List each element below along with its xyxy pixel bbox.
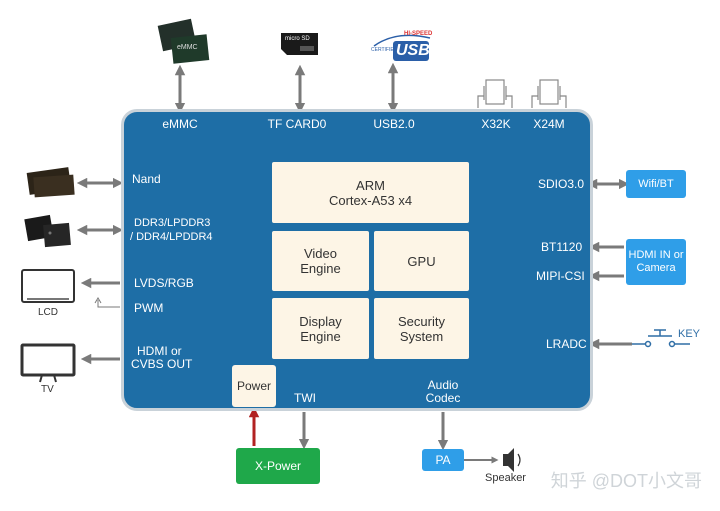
arm-cortex-block: ARM Cortex-A53 x4 [272, 162, 469, 223]
security-system-block: Security System [374, 298, 469, 359]
gpu-block: GPU [374, 231, 469, 291]
display-engine-block: Display Engine [272, 298, 369, 359]
security-system-label-1: Security [398, 313, 445, 329]
key-switch-icon [632, 329, 690, 348]
wifi-bt-module: Wifi/BT [626, 170, 686, 198]
tf-card-icon [281, 33, 318, 55]
pa-module: PA [422, 449, 464, 471]
lvds-label: LVDS/RGB [134, 276, 194, 290]
power-block: Power [232, 365, 276, 407]
nand-chip-icon [26, 167, 75, 198]
hdmi-in-label-2: Camera [636, 262, 676, 274]
mipi-csi-label: MIPI-CSI [536, 269, 585, 283]
pwm-label: PWM [134, 301, 164, 315]
speaker-icon [503, 448, 521, 472]
speaker-label: Speaker [485, 472, 526, 484]
audio-codec-label-1: Audio [427, 378, 459, 392]
display-engine-label-2: Engine [300, 328, 341, 344]
ddr-chip-icon [24, 214, 71, 248]
video-engine-block: Video Engine [272, 231, 369, 291]
usb-logo-text: USB [396, 42, 430, 59]
bt1120-label: BT1120 [541, 240, 583, 254]
usb-hispeed-label: HI-SPEED [404, 31, 433, 37]
nand-label: Nand [132, 172, 161, 186]
emmc-chip-label: eMMC [177, 44, 198, 51]
tf-card-label: TF CARD0 [267, 117, 327, 131]
ddr-label-2: / DDR4/LPDDR4 [130, 231, 213, 243]
crystal-x32k-icon [477, 79, 513, 108]
hdmi-in-camera-module: HDMI IN or Camera [626, 239, 686, 285]
crystal-x24m-icon [531, 79, 567, 108]
hdmi-out-label-2: CVBS OUT [131, 357, 193, 371]
hdmi-out-label-1: HDMI or [137, 344, 182, 358]
x32k-label: X32K [481, 117, 511, 131]
emmc-chip-icon [157, 18, 210, 64]
tv-label: TV [41, 384, 54, 395]
x-power-module: X-Power [236, 448, 320, 484]
usb-label: USB2.0 [373, 117, 415, 131]
pwm-line [97, 300, 120, 308]
video-engine-label-1: Video [303, 246, 337, 261]
key-label: KEY [678, 328, 701, 340]
gpu-label: GPU [407, 253, 436, 269]
video-engine-label-2: Engine [300, 261, 341, 276]
sd-card-label: micro SD [285, 36, 310, 42]
usb-certified-label: CERTIFIED [371, 47, 398, 53]
emmc-label: eMMC [162, 117, 198, 131]
sdio-label: SDIO3.0 [538, 177, 585, 191]
x24m-label: X24M [533, 117, 565, 131]
ddr-label-1: DDR3/LPDDR3 [134, 217, 211, 229]
usb-logo-icon [373, 34, 431, 61]
lcd-monitor-icon [21, 269, 75, 303]
watermark: 知乎 @DOT小文哥 [550, 471, 702, 491]
cortex-label: Cortex-A53 x4 [328, 192, 413, 208]
audio-codec-label-2: Codec [425, 391, 461, 405]
security-system-label-2: System [399, 328, 444, 344]
hdmi-in-label-1: HDMI IN or [628, 249, 684, 261]
display-engine-label-1: Display [299, 313, 342, 329]
lcd-label: LCD [38, 307, 59, 318]
lradc-label: LRADC [546, 337, 587, 351]
arm-label: ARM [356, 177, 385, 193]
tv-icon [20, 343, 76, 383]
twi-label: TWI [294, 391, 316, 405]
